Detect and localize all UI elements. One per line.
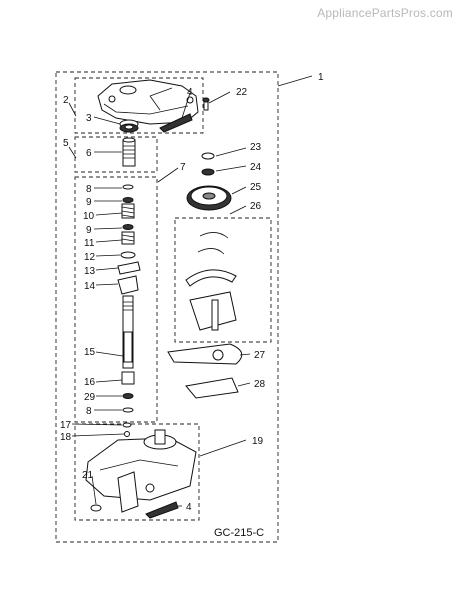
seal-tool-bottom[interactable] <box>145 501 179 519</box>
group-5-outline <box>74 136 158 173</box>
callout-16: 16 <box>84 377 96 388</box>
drive-shaft-15[interactable] <box>122 295 134 369</box>
gear-case-cover[interactable] <box>97 79 199 125</box>
callout-28: 28 <box>254 379 266 390</box>
washer-24[interactable] <box>201 168 215 176</box>
callout-11: 11 <box>84 238 95 249</box>
gear-25[interactable] <box>186 185 232 211</box>
assembly-1-outline <box>55 71 279 543</box>
washer-21[interactable] <box>90 504 102 512</box>
shift-assembly-26[interactable] <box>185 232 237 331</box>
callout-29: 29 <box>84 392 96 403</box>
ring-17[interactable] <box>122 422 132 428</box>
washer-9-top[interactable] <box>122 197 134 203</box>
callout-22: 22 <box>236 87 248 98</box>
seal-tool-top[interactable] <box>159 113 193 133</box>
lever-28[interactable] <box>185 377 239 399</box>
washer-29[interactable] <box>122 393 134 399</box>
gear-16[interactable] <box>121 371 135 385</box>
group-7-outline <box>74 176 158 423</box>
callout-8-bottom: 8 <box>86 406 92 417</box>
gear-case-base[interactable] <box>85 429 197 513</box>
callout-21: 21 <box>82 470 94 481</box>
washer-stack <box>117 184 141 295</box>
callout-2: 2 <box>63 95 69 106</box>
callout-19: 19 <box>252 436 264 447</box>
callout-17: 17 <box>60 420 72 431</box>
callout-26: 26 <box>250 201 262 212</box>
callout-24: 24 <box>250 162 262 173</box>
callout-7: 7 <box>180 162 186 173</box>
callout-5: 5 <box>63 138 69 149</box>
callout-10: 10 <box>83 211 95 222</box>
bearing-3[interactable] <box>119 119 139 133</box>
cam-14[interactable] <box>117 275 139 295</box>
leader-lines <box>68 75 313 507</box>
ball-18[interactable] <box>124 431 130 437</box>
callout-14: 14 <box>84 281 96 292</box>
callout-3: 3 <box>86 113 92 124</box>
washer-8-top[interactable] <box>122 184 134 190</box>
callout-9-mid: 9 <box>86 225 92 236</box>
callout-27: 27 <box>254 350 266 361</box>
ring-12[interactable] <box>120 251 136 259</box>
clip-13[interactable] <box>117 261 141 275</box>
callout-1: 1 <box>318 72 324 83</box>
group-19-outline <box>74 423 200 521</box>
group-2-outline <box>74 77 204 134</box>
diagram-code: GC-215-C <box>214 527 264 539</box>
callout-12: 12 <box>84 252 96 263</box>
washer-23[interactable] <box>201 152 215 160</box>
callout-23: 23 <box>250 142 262 153</box>
washer-9-mid[interactable] <box>122 224 134 230</box>
washer-8-bottom[interactable] <box>122 407 134 413</box>
callout-13: 13 <box>84 266 96 277</box>
callout-4-top: 4 <box>187 87 193 98</box>
callout-15: 15 <box>84 347 96 358</box>
spring-11[interactable] <box>121 231 135 245</box>
callout-9-top: 9 <box>86 197 92 208</box>
callout-4-bottom: 4 <box>186 502 192 513</box>
group-26-outline <box>174 217 272 343</box>
callout-6: 6 <box>86 148 92 159</box>
screw-22[interactable] <box>202 97 210 111</box>
watermark: AppliancePartsPros.com <box>317 6 453 20</box>
lever-27[interactable] <box>167 343 243 365</box>
callout-8-top: 8 <box>86 184 92 195</box>
callout-18: 18 <box>60 432 72 443</box>
pinion-gear-6[interactable] <box>122 137 136 167</box>
callout-25: 25 <box>250 182 262 193</box>
